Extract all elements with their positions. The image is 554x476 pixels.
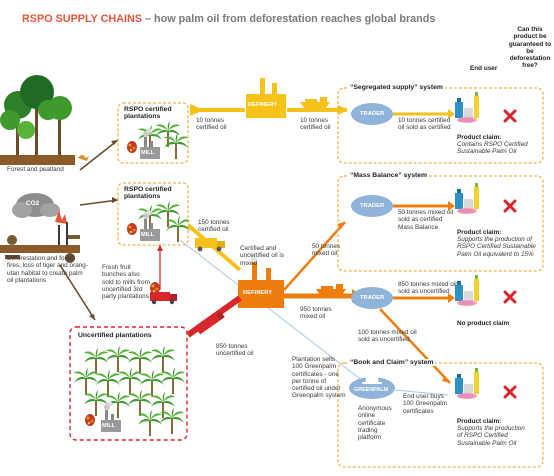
trader-3 [351,287,393,309]
book-claim-system-title: “Book and Claim” system [348,359,436,367]
uncertified-sold-label-1: 850 tonnes mixed oil sold as uncertified [398,281,457,296]
greenpalm-sells-label: Plantation sells 100 Greenpalm certifica… [292,356,346,400]
flow-label-10t-1: 10 tonnes certified oil [196,117,227,132]
flow-label-50t: 50 tonnes mixed oil [312,243,341,258]
refinery-label-top: REFINERY [248,102,278,108]
refinery-middle [238,255,284,308]
segregated-system-title: “Segregated supply” system [348,84,445,92]
trader-label-1: TRADER [360,111,385,117]
trader-label-3: TRADER [360,295,385,301]
certified-plantations-label-1: RSPO certified plantations [124,106,172,121]
trader-label-2: TRADER [360,203,385,209]
deforestation-illustration [0,193,80,263]
flow-label-150t: 150 tonnes certified oil [198,219,230,234]
mill-label-1: MILL [141,150,155,156]
trader-1 [351,103,393,125]
forest-illustration [0,75,89,165]
end-user-header: End user [470,65,498,72]
mass-balance-sold-label: 50 tonnes mixed oil sold as certified Ma… [398,209,454,231]
mass-balance-claim-body: Supports the production of RSPO Certifie… [457,236,536,258]
book-claim-claim-body: Supports the production of RSPO Certifie… [457,425,525,447]
greenpalm-node [349,377,395,399]
certified-plantation-box-1 [117,102,189,164]
deforestation-free-question: Can this product be guaranteed to be def… [508,26,552,70]
book-claim-claim-head: Product claim: [457,418,502,425]
refinery-label-middle: REFINERY [243,290,273,296]
mill-label-2: MILL [141,232,155,238]
fresh-fruit-label: Fresh fruit bunches also sold to mills f… [102,264,150,301]
flow-label-950t: 950 tonnes mixed oil [300,306,332,321]
certified-plantation-box-2 [117,182,189,246]
trading-platform-label: Anonymous online certificate trading pla… [358,405,392,442]
refinery-top [246,78,286,118]
no-product-claim-label: No product claim [457,320,510,327]
end-user-buys-label: End user buys 100 Greenpalm certificates [403,393,448,415]
uncertified-plantations-label: Uncertified plantations [78,332,152,339]
deforestation-label: Deforestation and forest fires, loss of … [7,255,88,284]
flow-label-850t: 850 tonnes uncertified oil [216,343,254,358]
segregated-claim-head: Product claim: [457,134,502,141]
forest-label: Forest and peatland [7,166,64,173]
greenpalm-label: GREENPALM [354,387,389,393]
flow-label-mixed: Certified and uncertified oil is mixed [240,245,285,267]
uncertified-plantation-box [69,326,188,441]
mass-balance-claim-head: Product claim: [457,229,502,236]
flow-label-10t-2: 10 tonnes certified oil [300,117,331,132]
mill-label-3: MILL [102,423,116,429]
trader-2 [351,195,393,217]
segregated-sold-label: 10 tonnes certified oil sold as certifie… [398,117,451,132]
segregated-claim-body: Contains RSPO Certified Sustainable Palm… [457,141,528,156]
mass-balance-system-title: “Mass Balance” system [348,172,430,180]
diagram-title: RSPO SUPPLY CHAINS – how palm oil from d… [22,13,436,25]
co2-label: CO2 [26,200,40,207]
uncertified-sold-label-2: 100 tonnes mixed oil sold as uncertified [358,329,417,344]
certified-plantations-label-2: RSPO certified plantations [124,186,172,201]
